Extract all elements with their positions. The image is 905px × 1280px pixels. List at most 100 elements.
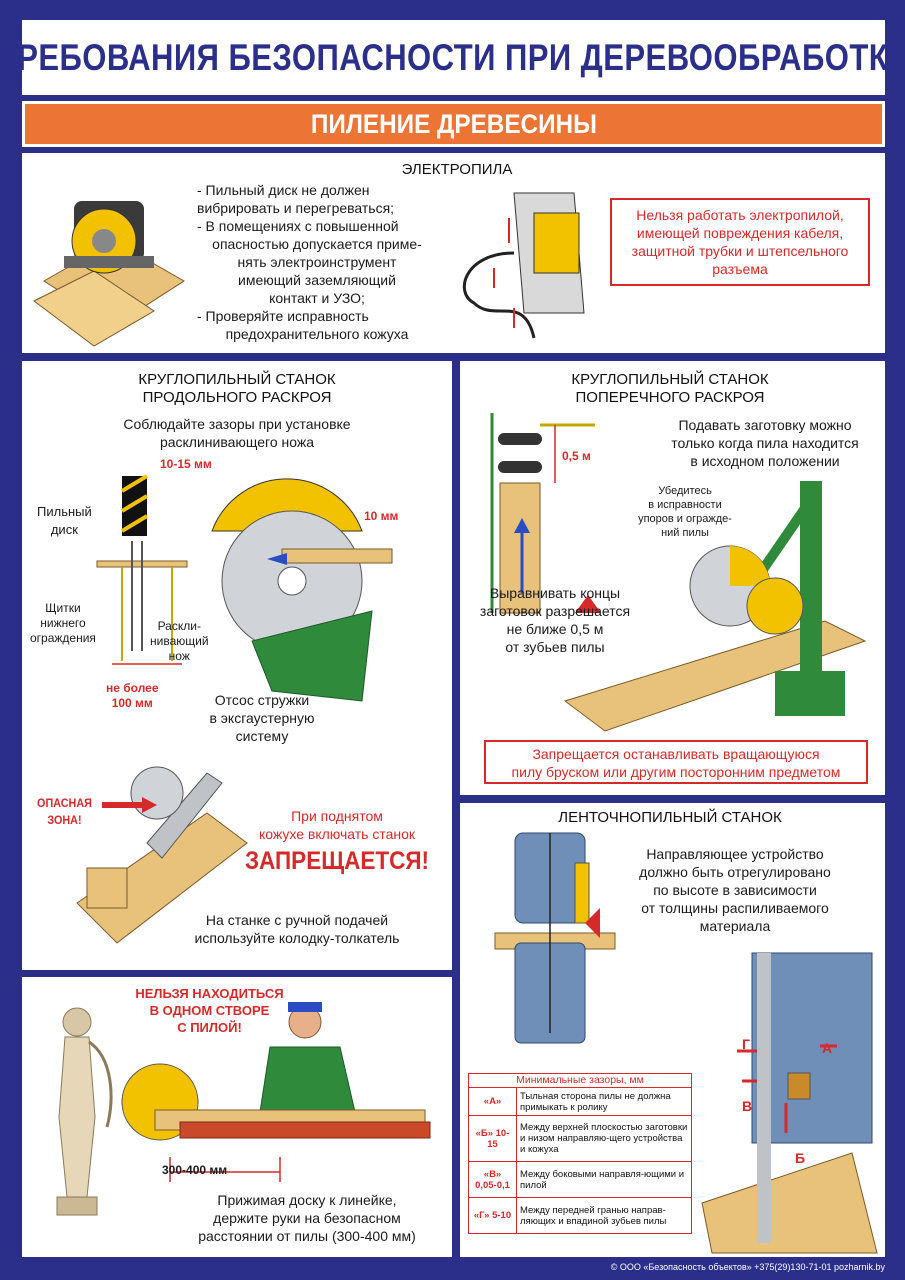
label-line: 100 мм [111,696,153,710]
mark-g: Г [742,1036,750,1052]
electric-saw-panel: ЭЛЕКТРОПИЛА - Пильный диск не должен виб… [22,153,885,353]
cable-saw-illustration [463,192,585,339]
note-line: систему [235,728,289,744]
note-line: кожухе включать станок [258,826,416,842]
table-text: Между верхней плоскостью заготовки и низ… [516,1115,692,1162]
note-line: Отсос стружки [214,692,310,708]
rule-line: нять электроинструмент [237,254,397,270]
label-line: не более [106,681,159,695]
warning-line: защитной трубки и штепсельного [631,243,849,259]
cross-saw-heading: КРУГЛОПИЛЬНЫЙ СТАНОК ПОПЕРЕЧНОГО РАСКРОЯ [520,371,820,407]
gap-note: Соблюдайте зазоры при установке расклини… [82,415,392,451]
statue-illustration [56,1007,113,1216]
cross-feed-diagram [490,413,601,614]
title-bar: ТРЕБОВАНИЯ БЕЗОПАСНОСТИ ПРИ ДЕРЕВООБРАБО… [0,20,905,95]
table-key: «Б» 10-15 [468,1115,517,1162]
note-line: Прижимая доску к линейке, [217,1192,397,1208]
warning-line: разъема [712,261,768,277]
mark-v: В [742,1098,753,1114]
note-line: держите руки на безопасном [213,1210,401,1226]
table-key: «Г» 5-10 [468,1197,517,1234]
gaps-table: Минимальные зазоры, мм «А»Тыльная сторон… [468,1073,692,1234]
note-line: в эксгаустерную [209,710,315,726]
band-guide-detail [701,952,878,1254]
cross-dim-05: 0,5 м [562,449,591,463]
label-line: Раскли- [157,619,201,633]
note-line: по высоте в зависимости [653,882,817,898]
alignment-panel: НЕЛЬЗЯ НАХОДИТЬСЯ В ОДНОМ СТВОРЕ С ПИЛОЙ… [22,977,452,1257]
heading-line: КРУГЛОПИЛЬНЫЙ СТАНОК [138,371,336,388]
forbidden-label: ЗАПРЕЩАЕТСЯ! [244,847,430,875]
rule-line: опасностью допускается приме- [212,236,422,252]
label-line: ограждения [30,631,96,645]
cross-saw-panel: КРУГЛОПИЛЬНЫЙ СТАНОК ПОПЕРЕЧНОГО РАСКРОЯ… [460,361,885,795]
dim-10-15: 10-15 мм [160,457,212,471]
table-text: Между боковыми направля-ющими и пилой [516,1161,692,1198]
label-max-100: не более 100 мм [106,681,159,711]
rip-saw-heading: КРУГЛОПИЛЬНЫЙ СТАНОК ПРОДОЛЬНОГО РАСКРОЯ [82,371,392,407]
rule-line: контакт и УЗО; [269,290,365,306]
label-knife: Раскли- нивающий нож [150,619,209,664]
rip-saw-cover-illustration [211,478,393,702]
warning-line: Нельзя работать электропилой, [636,207,844,223]
hands-note: Прижимая доску к линейке, держите руки н… [177,1191,437,1245]
label-blade: Пильный диск [37,503,92,539]
note-line: от зубьев пилы [505,639,605,655]
rule-line: - Проверяйте исправность [197,308,369,324]
note-line: от толщины распиливаемого [641,900,829,916]
pusher-note: На станке с ручной подачей используйте к… [162,911,432,947]
note-line: ний пилы [661,527,709,539]
guide-note: Направляющее устройство должно быть отре… [610,845,860,935]
note-line: заготовок разрешается [479,603,631,619]
align-note: Выравнивать концы заготовок разрешается … [470,584,640,656]
band-saw-heading: ЛЕНТОЧНОПИЛЬНЫЙ СТАНОК [558,809,782,826]
electric-saw-rules: - Пильный диск не должен вибрировать и п… [197,181,437,343]
check-note: Убедитесь в исправности упоров и огражде… [615,484,755,540]
rule-line: - В помещениях с повышенной [197,218,399,234]
note-line: Выравнивать концы [489,585,621,601]
danger-zone-label: ОПАСНАЯ ЗОНА! [37,795,92,829]
label-line: нижнего [40,616,86,630]
rule-line: предохранительного кожуха [225,326,409,342]
label-line: ОПАСНАЯ [37,796,92,810]
note-line: расклинивающего ножа [159,434,315,450]
raised-cover-note: При поднятом кожухе включать станок [232,807,442,843]
warning-line: имеющей повреждения кабеля, [636,225,844,241]
subtitle-bar: ПИЛЕНИЕ ДРЕВЕСИНЫ [22,101,885,147]
warning-line: Запрещается останавливать вращающуюся [532,746,820,762]
note-line: Направляющее устройство [646,846,824,862]
note-line: На станке с ручной подачей [205,912,389,928]
heading-line: КРУГЛОПИЛЬНЫЙ СТАНОК [571,371,769,388]
rip-saw-panel: КРУГЛОПИЛЬНЫЙ СТАНОК ПРОДОЛЬНОГО РАСКРОЯ… [22,361,452,970]
mark-b: Б [795,1150,806,1166]
note-line: упоров и огражде- [638,513,732,525]
table-key: «В» 0,05-0,1 [468,1161,517,1198]
subtitle-band: ПИЛЕНИЕ ДРЕВЕСИНЫ [25,104,882,144]
warning-line: НЕЛЬЗЯ НАХОДИТЬСЯ [135,986,284,1001]
warning-line: В ОДНОМ СТВОРЕ [149,1003,270,1018]
heading-line: ПОПЕРЕЧНОГО РАСКРОЯ [575,389,765,406]
rule-line: вибрировать и перегреваться; [197,200,395,216]
dim-10: 10 мм [364,509,399,523]
note-line: должно быть отрегулировано [639,864,831,880]
electric-saw-illustration [33,201,185,347]
label-line: ЗОНА! [47,813,82,827]
note-line: Убедитесь [658,485,712,497]
cross-saw-warning: Запрещается останавливать вращающуюся пи… [484,740,868,784]
note-line: расстоянии от пилы (300-400 мм) [198,1228,416,1244]
label-line: нож [168,649,190,663]
alignment-warning: НЕЛЬЗЯ НАХОДИТЬСЯ В ОДНОМ СТВОРЕ С ПИЛОЙ… [127,985,292,1036]
alignment-dim: 300-400 мм [162,1163,228,1177]
warning-line: С ПИЛОЙ! [177,1020,242,1035]
note-line: Соблюдайте зазоры при установке [123,416,351,432]
label-line: диск [50,522,78,537]
table-key: «А» [468,1087,517,1116]
band-saw-panel: ЛЕНТОЧНОПИЛЬНЫЙ СТАНОК Направляющее устр… [460,803,885,1257]
feed-note: Подавать заготовку можно только когда пи… [650,416,880,470]
label-line: нивающий [150,634,209,648]
note-line: При поднятом [291,808,383,824]
page-subtitle: ПИЛЕНИЕ ДРЕВЕСИНЫ [310,108,597,139]
heading-line: ПРОДОЛЬНОГО РАСКРОЯ [142,389,332,406]
